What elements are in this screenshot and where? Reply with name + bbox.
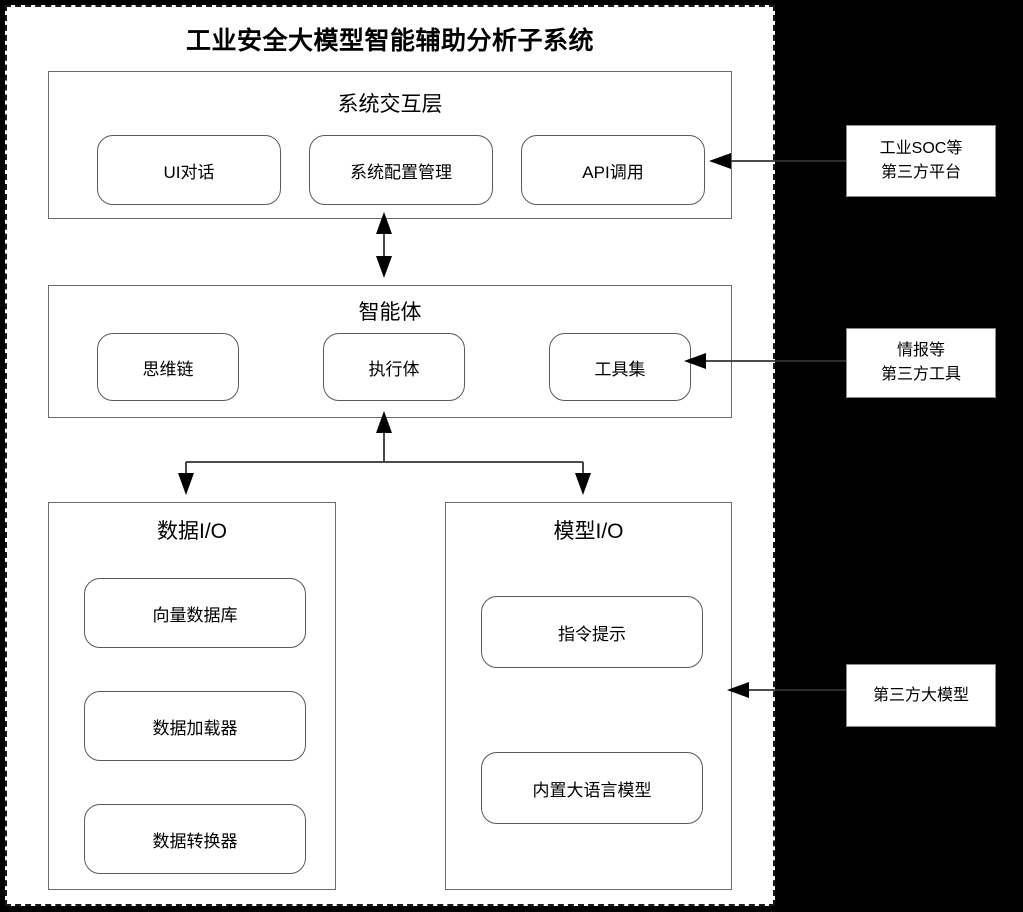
module-ui-dialog[interactable]: UI对话 [97, 135, 281, 205]
module-api-call[interactable]: API调用 [521, 135, 705, 205]
external-soc-line1: 工业SOC等 [879, 140, 963, 157]
external-tools-line1: 情报等 [896, 342, 945, 359]
layer-interaction-title: 系统交互层 [337, 93, 443, 116]
layer-agent-title: 智能体 [358, 301, 422, 324]
module-system-config[interactable]: 系统配置管理 [309, 135, 493, 205]
module-builtin-llm[interactable]: 内置大语言模型 [481, 752, 703, 824]
system-panel: 工业安全大模型智能辅助分析子系统 系统交互层 UI对话 系统配置管理 API调用… [5, 5, 775, 906]
module-chain-of-thought[interactable]: 思维链 [97, 333, 239, 401]
layer-model-io: 模型I/O 指令提示 内置大语言模型 [445, 502, 732, 890]
layer-model-io-title: 模型I/O [553, 520, 624, 543]
external-llm-line1: 第三方大模型 [872, 686, 969, 704]
module-data-transformer[interactable]: 数据转换器 [84, 804, 306, 874]
layer-agent: 智能体 思维链 执行体 工具集 [48, 285, 732, 418]
external-industrial-soc-platform[interactable]: 工业SOC等 第三方平台 [846, 125, 996, 197]
layer-data-io-title: 数据I/O [156, 520, 227, 543]
module-instruction-prompt[interactable]: 指令提示 [481, 596, 703, 668]
external-tools-line2: 第三方工具 [880, 366, 961, 383]
external-soc-line2: 第三方平台 [880, 164, 961, 181]
module-toolset[interactable]: 工具集 [549, 333, 691, 401]
module-data-loader[interactable]: 数据加载器 [84, 691, 306, 761]
external-intelligence-tools[interactable]: 情报等 第三方工具 [846, 328, 996, 398]
module-vector-database[interactable]: 向量数据库 [84, 578, 306, 648]
layer-data-io: 数据I/O 向量数据库 数据加载器 数据转换器 [48, 502, 336, 890]
module-executor[interactable]: 执行体 [323, 333, 465, 401]
external-third-party-llm[interactable]: 第三方大模型 [846, 664, 996, 727]
layer-interaction: 系统交互层 UI对话 系统配置管理 API调用 [48, 71, 732, 219]
page-title: 工业安全大模型智能辅助分析子系统 [185, 27, 594, 55]
